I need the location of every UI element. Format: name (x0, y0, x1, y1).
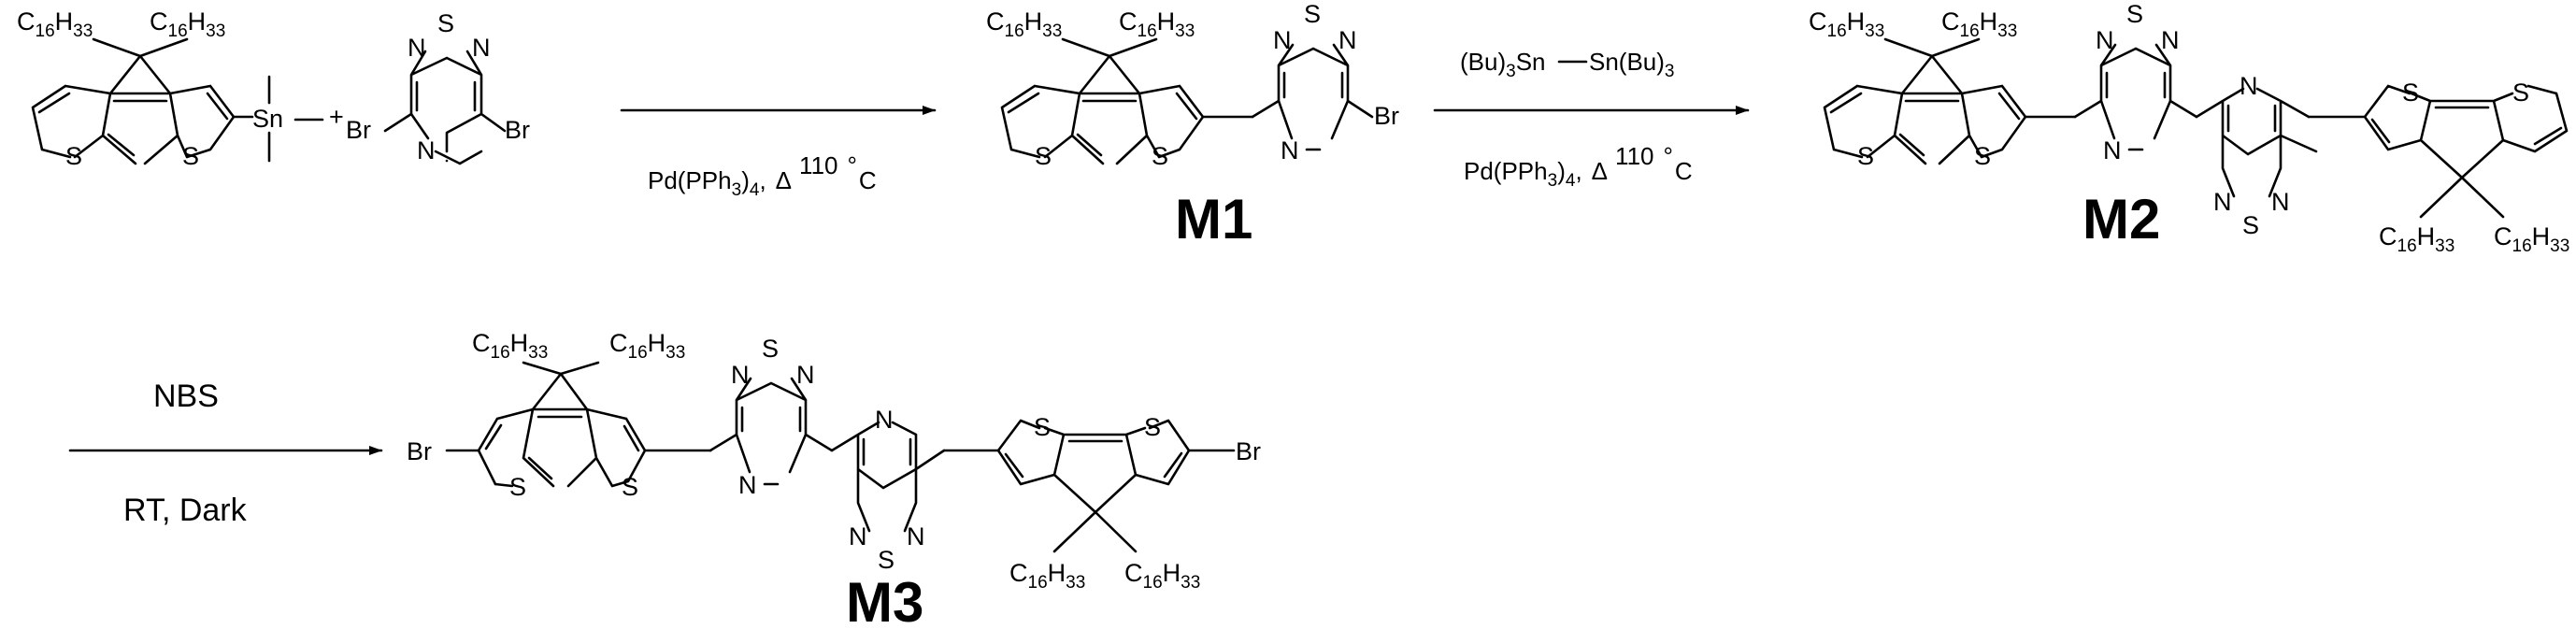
left-cpdt-bonds (1823, 37, 2077, 165)
sulfur-atom: S (878, 546, 894, 574)
reaction-step-3: NBS RT, Dark (68, 379, 383, 528)
alkyl-chain-label: C16H33 (2379, 222, 2454, 256)
sulfur-atom: S (65, 142, 82, 170)
sulfur-atom: S (1144, 413, 1161, 441)
compound-label-m3: M3 (846, 571, 923, 629)
nitrogen-atom: N (417, 136, 436, 164)
sulfur-atom: S (1035, 142, 1052, 170)
sulfur-atom: S (2126, 0, 2143, 28)
nitrogen-atom: N (2213, 188, 2232, 216)
sulfur-atom: S (1857, 142, 1874, 170)
alkyl-chain-label: C16H33 (986, 7, 1062, 41)
rt-dark-condition: RT, Dark (123, 493, 248, 528)
right-cpdt-bonds (942, 419, 1236, 553)
sulfur-atom: S (2242, 211, 2259, 239)
nitrogen-atom: N (2103, 136, 2122, 164)
bromine-atom: Br (505, 116, 530, 144)
stannane-reagent-right: Sn(Bu)3 (1589, 48, 1675, 81)
reaction-step-2: (Bu)3Sn Sn(Bu)3 Pd(PPh3)4,Δ110°C (1433, 48, 1750, 191)
sulfur-atom: S (1034, 413, 1051, 441)
ring-double-bonds (484, 415, 640, 480)
bromine-atom: Br (407, 437, 432, 465)
alkyl-chain-label: C16H33 (1941, 7, 2017, 41)
thiadiazolopyridine-bonds (1251, 43, 1374, 151)
left-tdp-bonds (2073, 43, 2198, 151)
right-tdp-bonds (830, 421, 946, 533)
ring-bonds (383, 50, 507, 163)
catalyst-condition: Pd(PPh3)4,Δ110°C (648, 151, 877, 200)
alkyl-chain-label: C16H33 (472, 329, 548, 363)
alkyl-chain-label: C16H33 (609, 329, 685, 363)
alkyl-chain-label: C16H33 (1009, 559, 1085, 593)
alkyl-chain-label: C16H33 (17, 7, 93, 41)
methyl-bonds (267, 75, 324, 163)
pyridine-bonds (434, 150, 483, 165)
nitrogen-atom: N (849, 522, 867, 550)
sulfur-atom: S (1974, 142, 1991, 170)
sulfur-atom: S (2512, 79, 2529, 107)
ring-bonds (1000, 37, 1254, 165)
right-cpdt-bonds (2307, 84, 2569, 219)
ring-double-bonds (415, 80, 477, 112)
nitrogen-atom: N (472, 34, 491, 62)
ring-double-bonds (2226, 104, 2277, 133)
ring-double-bonds (740, 406, 802, 433)
nbs-reagent: NBS (153, 379, 219, 414)
nitrogen-atom: N (875, 406, 894, 434)
nitrogen-atom: N (731, 361, 750, 389)
sulfur-atom: S (182, 142, 199, 170)
ring-double-bonds (2105, 71, 2167, 99)
ring-double-bonds (1007, 92, 1198, 157)
ring-double-bonds (37, 92, 229, 157)
sulfur-atom: S (762, 335, 779, 363)
ring-bonds (31, 37, 236, 165)
ring-double-bonds (2370, 106, 2563, 146)
sulfur-atom: S (1304, 0, 1321, 28)
ring-double-bonds (1829, 92, 2021, 157)
alkyl-chain-label: C16H33 (1809, 7, 1884, 41)
bromine-atom: Br (1236, 437, 1261, 465)
nitrogen-atom: N (1281, 136, 1299, 164)
reaction-step-1: Pd(PPh3)4,Δ110°C (620, 106, 937, 200)
nitrogen-atom: N (408, 34, 426, 62)
bromine-atom: Br (346, 116, 371, 144)
compound-m3: Br C16H33 C16H33 S S S N N N N N N S S S… (407, 329, 1261, 629)
compound-m1: C16H33 C16H33 S S S N N N Br M1 (986, 0, 1399, 250)
nitrogen-atom: N (796, 361, 815, 389)
nitrogen-atom: N (2240, 72, 2258, 100)
nitrogen-atom: N (1338, 26, 1357, 54)
nitrogen-atom: N (907, 522, 925, 550)
dibromo-thiadiazolopyridine: Br S N N N Br (346, 9, 530, 165)
ring-double-bonds (862, 437, 912, 466)
alkyl-chain-label: C16H33 (150, 7, 225, 41)
nitrogen-atom: N (2096, 26, 2114, 54)
alkyl-chain-label: C16H33 (1119, 7, 1195, 41)
compound-label-m1: M1 (1175, 188, 1252, 250)
bromine-atom: Br (1374, 102, 1399, 130)
nitrogen-atom: N (738, 471, 757, 499)
compound-label-m2: M2 (2082, 188, 2160, 250)
tin-atom: Sn (252, 105, 283, 133)
nitrogen-atom: N (2271, 188, 2290, 216)
alkyl-chain-label: C16H33 (1124, 559, 1200, 593)
right-tdp-bonds (2195, 87, 2318, 198)
sulfur-atom: S (1152, 142, 1168, 170)
compound-m2: C16H33 C16H33 S S S N N N N N N S S S C1… (1809, 0, 2569, 256)
plus-sign: + (329, 103, 344, 131)
left-tdp-bonds (708, 377, 834, 486)
left-cpdt-bonds (445, 361, 712, 488)
stannyl-cpdt-monomer: C16H33 C16H33 S S Sn (17, 7, 324, 170)
ring-double-bonds (1004, 439, 1183, 479)
sulfur-atom: S (2402, 79, 2419, 107)
nitrogen-atom: N (2161, 26, 2180, 54)
stannane-reagent: (Bu)3Sn (1460, 48, 1546, 81)
sulfur-atom: S (437, 9, 454, 37)
ring-double-bonds (1282, 71, 1344, 99)
sulfur-atom: S (509, 473, 526, 501)
nitrogen-atom: N (1273, 26, 1292, 54)
sulfur-atom: S (622, 473, 638, 501)
alkyl-chain-label: C16H33 (2494, 222, 2569, 256)
catalyst-condition: Pd(PPh3)4,Δ110°C (1464, 142, 1693, 191)
